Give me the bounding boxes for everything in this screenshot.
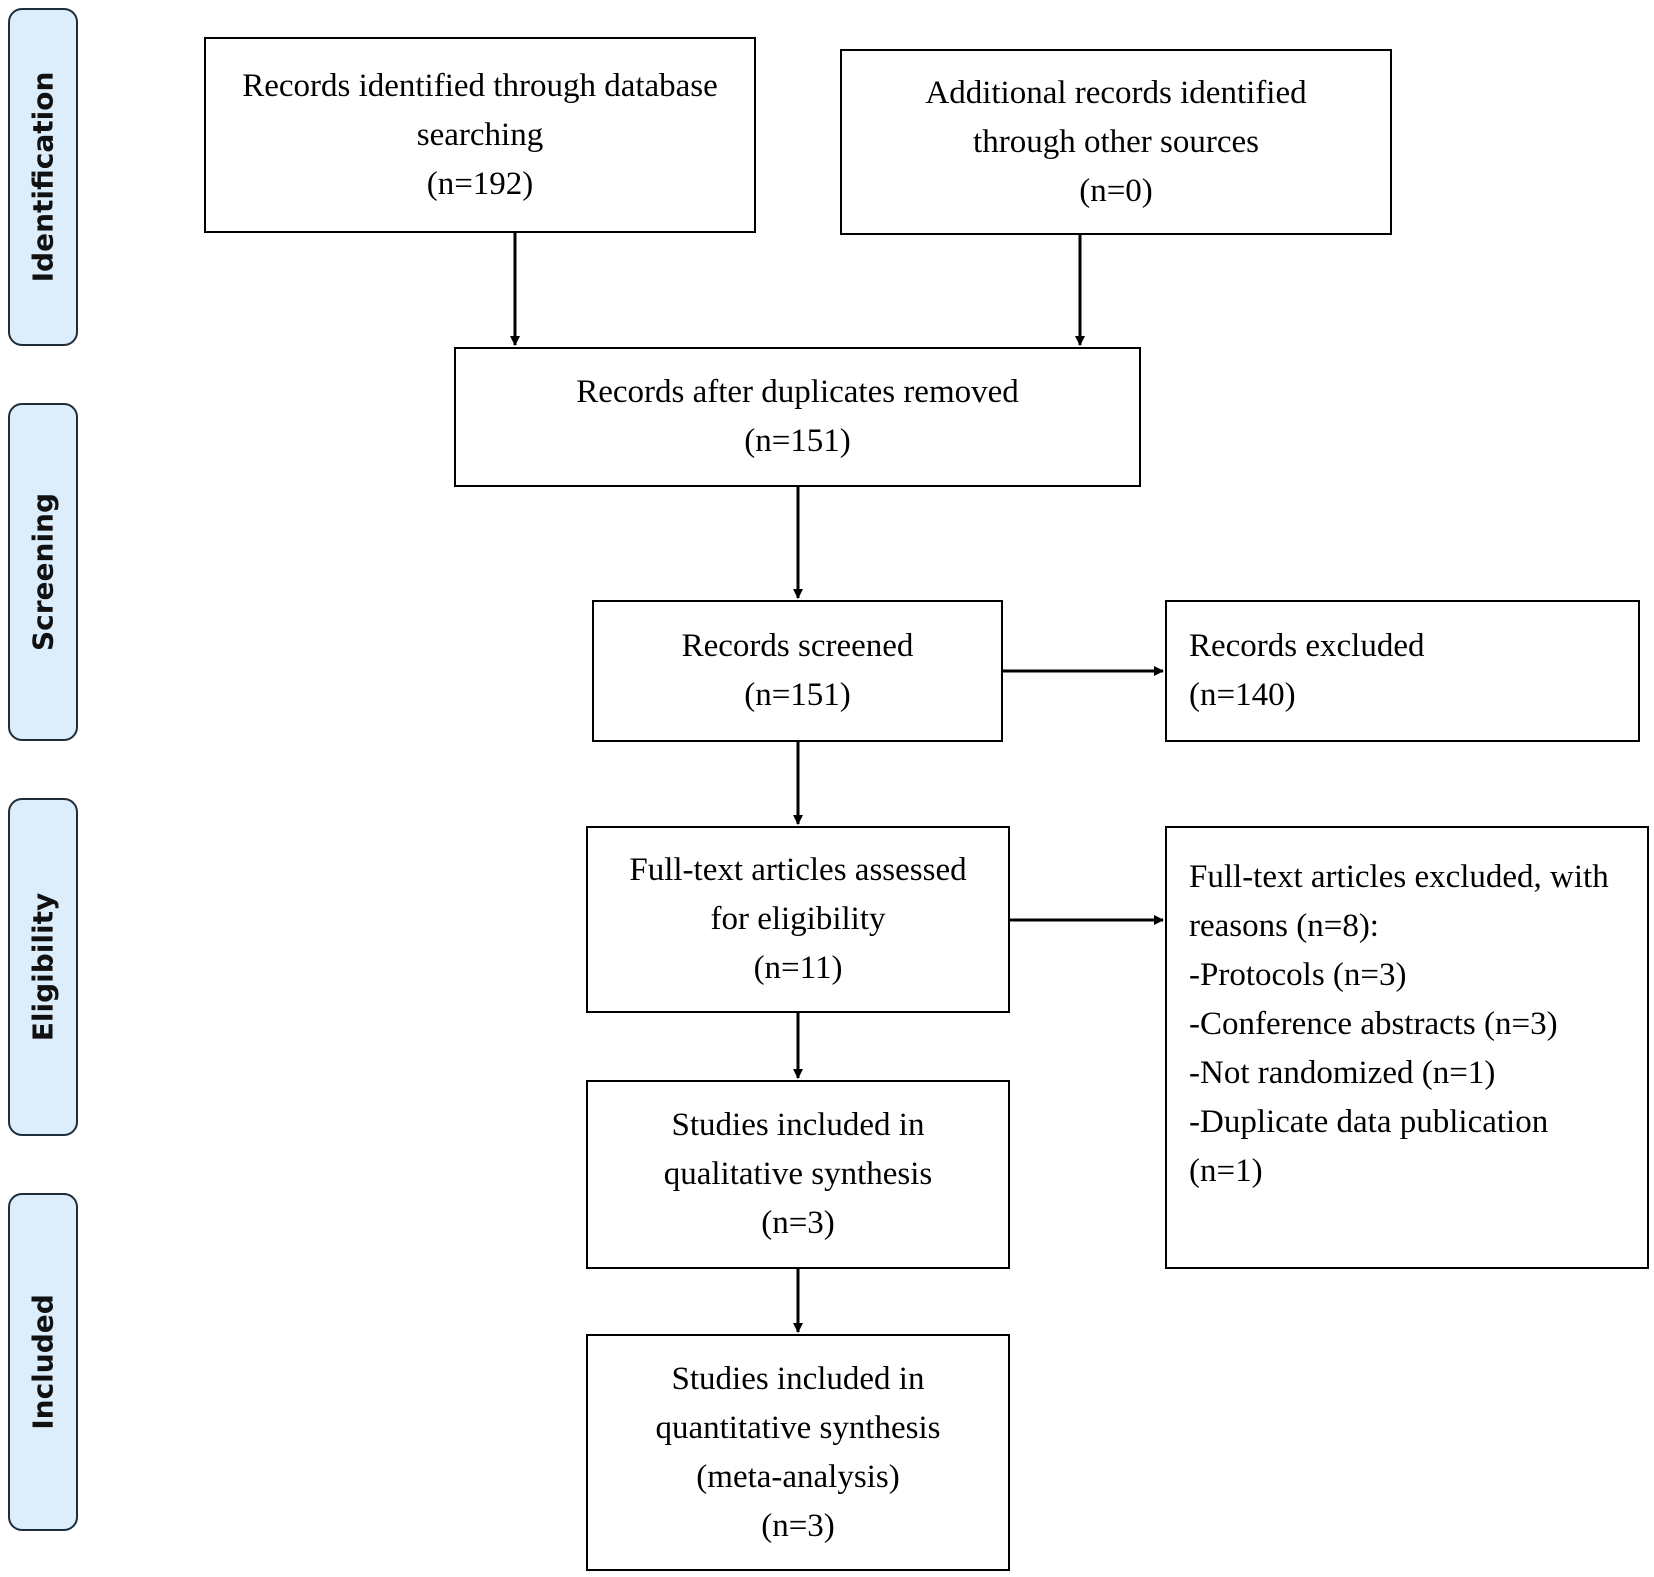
box-text-line: Records screened: [681, 628, 914, 664]
fulltext-excluded-box: Full-text articles excluded, with reason…: [1165, 826, 1649, 1269]
box-text-line: (n=192): [426, 165, 534, 202]
database-records-box: Records identified through database sear…: [204, 37, 756, 233]
box-text-line: -Conference abstracts (n=3): [1189, 1006, 1558, 1042]
box-text-line: searching: [416, 116, 544, 153]
records-excluded-box: Records excluded (n=140): [1165, 600, 1640, 742]
box-text-line: Studies included in: [671, 1107, 925, 1143]
fulltext-assessed-box: Full-text articles assessed for eligibil…: [586, 826, 1010, 1013]
phase-included: Included: [8, 1193, 78, 1531]
duplicates-removed-box: Records after duplicates removed (n=151): [454, 347, 1141, 487]
box-text-line: (n=0): [1079, 172, 1153, 209]
box-text-line: -Protocols (n=3): [1189, 957, 1407, 993]
box-text-line: Full-text articles excluded, with: [1189, 859, 1609, 895]
box-text-line: -Duplicate data publication: [1189, 1104, 1549, 1140]
box-text-line: (n=151): [744, 677, 851, 713]
phase-screening: Screening: [8, 403, 78, 741]
box-text-line: for eligibility: [710, 901, 886, 937]
box-text-line: Records excluded: [1189, 628, 1425, 664]
box-text-line: Additional records identified: [925, 74, 1307, 111]
other-sources-box: Additional records identified through ot…: [840, 49, 1392, 235]
box-text-line: (n=3): [761, 1205, 835, 1241]
box-text-line: (n=1): [1189, 1153, 1263, 1189]
box-text-line: quantitative synthesis: [655, 1409, 941, 1446]
box-text-line: through other sources: [973, 123, 1259, 160]
box-text-line: -Not randomized (n=1): [1189, 1055, 1496, 1091]
box-text-line: Studies included in: [671, 1360, 925, 1397]
qualitative-synthesis-box: Studies included in qualitative synthesi…: [586, 1080, 1010, 1269]
box-text-line: (n=140): [1189, 677, 1296, 713]
box-text-line: (n=151): [744, 423, 851, 459]
box-text-line: Records identified through database: [242, 67, 718, 104]
box-text-line: (n=3): [761, 1507, 835, 1544]
records-screened-box: Records screened (n=151): [592, 600, 1003, 742]
box-text-line: Records after duplicates removed: [576, 374, 1019, 410]
box-text-line: (n=11): [753, 950, 843, 986]
box-text-line: Full-text articles assessed: [629, 852, 967, 888]
phase-eligibility: Eligibility: [8, 798, 78, 1136]
quantitative-synthesis-box: Studies included in quantitative synthes…: [586, 1334, 1010, 1571]
phase-identification: Identification: [8, 8, 78, 346]
box-text-line: qualitative synthesis: [663, 1156, 933, 1192]
box-text-line: (meta-analysis): [696, 1458, 900, 1495]
box-text-line: reasons (n=8):: [1189, 908, 1379, 944]
